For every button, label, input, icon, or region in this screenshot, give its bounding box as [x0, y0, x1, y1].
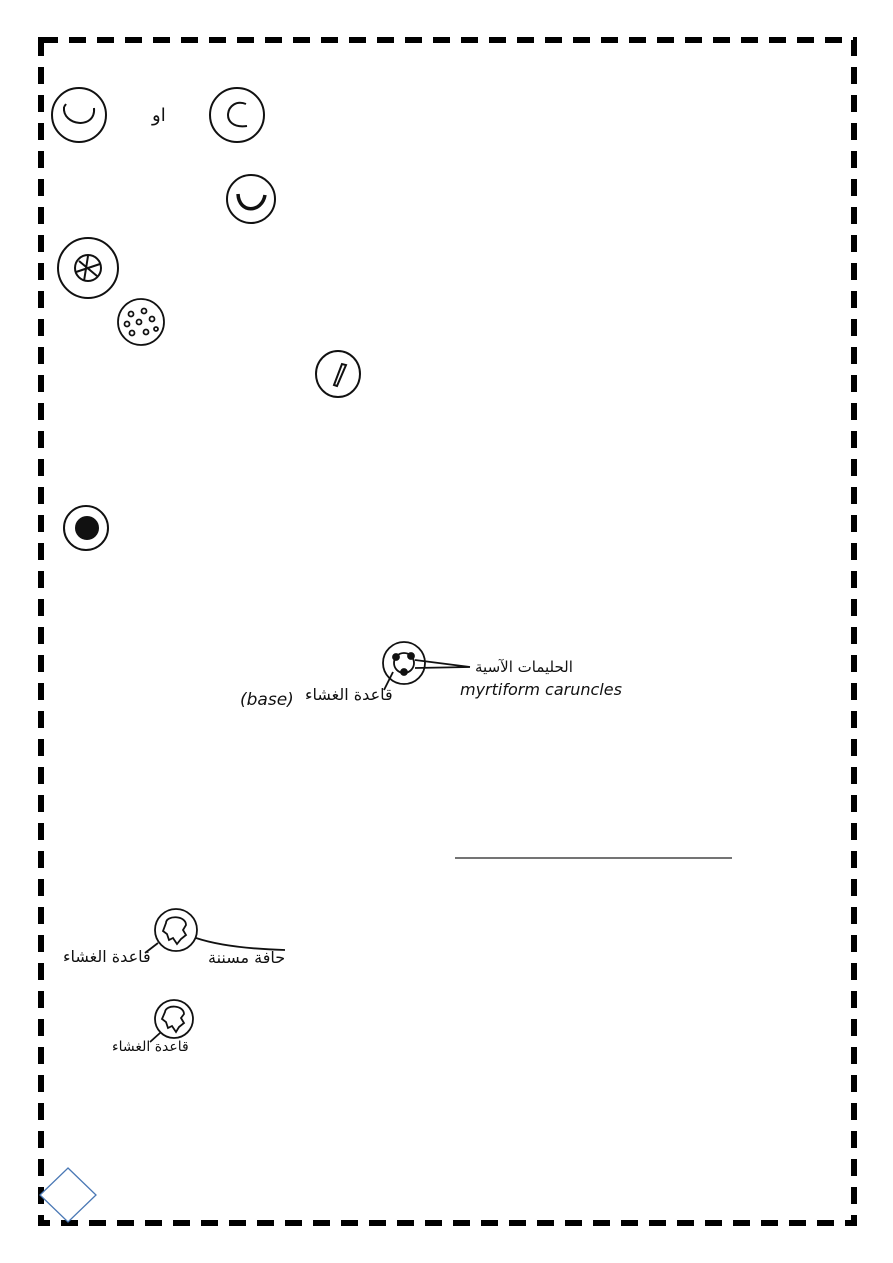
hymen-base-label-1: قاعدة الغشاء	[63, 947, 151, 966]
serrated-edge-label: حافة مسننة	[208, 948, 285, 967]
imperforate-hymen-sketch	[63, 505, 109, 551]
base-label-ar: قاعدة الغشاء	[305, 685, 393, 704]
page-corner-shape	[39, 1167, 97, 1223]
dashed-page-border	[38, 37, 857, 1226]
or-label: او	[151, 105, 166, 126]
fimbriated-hymen-sketch-2	[149, 999, 194, 1043]
crescent-hymen-sketch	[209, 87, 265, 143]
annular-hymen-sketch	[51, 87, 107, 143]
caruncles-label-ar: الحليمات الآسية	[475, 658, 573, 676]
base-label-en: (base)	[240, 690, 294, 710]
slit-hymen-sketch	[315, 350, 361, 398]
septate-hymen-sketch	[57, 237, 119, 299]
myrtiform-caruncles-sketch	[382, 641, 471, 691]
cribriform-hymen-sketch	[117, 298, 165, 346]
hymen-base-label-2: قاعدة الغشاء	[112, 1039, 189, 1055]
fimbriated-hymen-sketch-1	[144, 908, 286, 954]
caruncles-label-en: myrtiform caruncles	[460, 680, 622, 699]
semilunar-hymen-sketch	[226, 174, 276, 224]
